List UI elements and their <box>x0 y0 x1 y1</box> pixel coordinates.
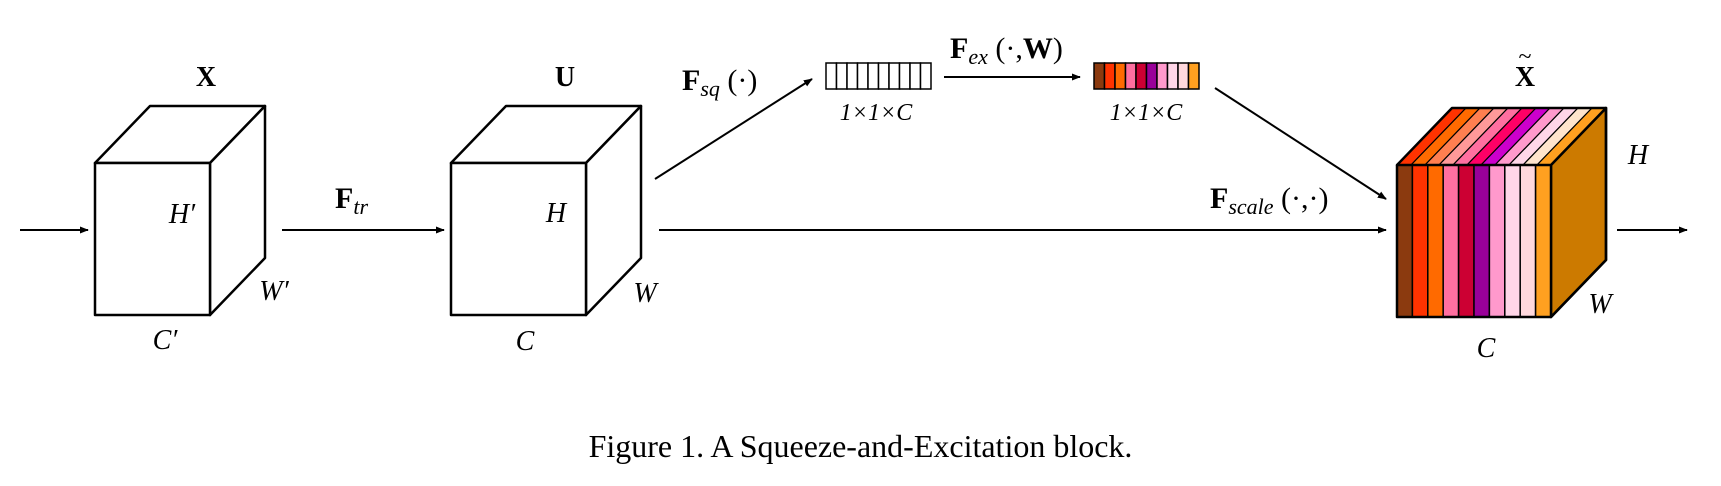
excited-cell <box>1114 62 1127 90</box>
tensor-u-cube <box>449 104 643 317</box>
excited-cell <box>1166 62 1179 90</box>
squeezed-cell <box>856 62 869 90</box>
tilde-accent: ~ <box>1519 44 1532 70</box>
figure-caption: Figure 1. A Squeeze-and-Excitation block… <box>588 428 1133 464</box>
squeeze-op-label: Fsq (·) <box>682 64 757 101</box>
excited-cell <box>1156 62 1169 90</box>
squeezed-cell <box>846 62 859 90</box>
excited-vector-label: 1×1×C <box>1110 100 1183 126</box>
output-front-slice <box>1442 164 1460 318</box>
output-front-slice <box>1411 164 1429 318</box>
squeezed-cell <box>825 62 838 90</box>
tensor-u-name: U <box>555 62 575 93</box>
output-front-slice <box>1534 164 1552 318</box>
excitation-op-label: Fex (·,W) <box>950 32 1063 69</box>
squeeze-arrow <box>654 78 813 180</box>
squeezed-cell <box>867 62 880 90</box>
tensor-x-tilde-height: H <box>1627 140 1650 171</box>
tensor-x-tilde-width: W <box>1588 289 1614 320</box>
squeezed-vector-label: 1×1×C <box>840 100 913 126</box>
tensor-x-channels: C′ <box>153 325 179 356</box>
tensor-u-height: H <box>545 198 568 229</box>
excited-cell <box>1177 62 1190 90</box>
squeezed-cell <box>909 62 922 90</box>
excited-cell <box>1103 62 1116 90</box>
tensor-x-tilde-cube <box>1395 106 1608 319</box>
excited-cell <box>1187 62 1200 90</box>
tensor-x-tilde-name: X <box>1515 62 1535 93</box>
tensor-u-width: W <box>633 278 659 309</box>
output-front-slice <box>1519 164 1537 318</box>
output-front-slice <box>1457 164 1475 318</box>
excited-cell <box>1135 62 1148 90</box>
tensor-x-height: H′ <box>168 199 196 230</box>
transform-op-label: Ftr <box>335 182 368 219</box>
tensor-x-cube <box>93 104 267 317</box>
scale-op-label: Fscale (·,·) <box>1210 182 1329 219</box>
tensor-x-tilde-channels: C <box>1477 333 1496 364</box>
squeezed-vector <box>825 62 932 90</box>
excited-vector <box>1093 62 1200 90</box>
tensor-x-name: X <box>196 62 216 93</box>
excited-cell <box>1093 62 1106 90</box>
excited-cell <box>1145 62 1158 90</box>
scale-weights-arrow <box>1214 87 1387 200</box>
output-front-slice <box>1396 164 1414 318</box>
squeezed-cell <box>898 62 911 90</box>
output-front-slice <box>1488 164 1506 318</box>
squeezed-cell <box>877 62 890 90</box>
output-front-slice <box>1427 164 1444 318</box>
output-front-slice <box>1473 164 1491 318</box>
squeezed-cell <box>919 62 932 90</box>
tensor-u-channels: C <box>516 326 535 357</box>
squeezed-cell <box>835 62 848 90</box>
output-front-slice <box>1504 164 1521 318</box>
output-outline <box>1395 106 1608 319</box>
tensor-x-width: W′ <box>259 276 289 307</box>
excited-cell <box>1124 62 1137 90</box>
squeezed-cell <box>888 62 901 90</box>
